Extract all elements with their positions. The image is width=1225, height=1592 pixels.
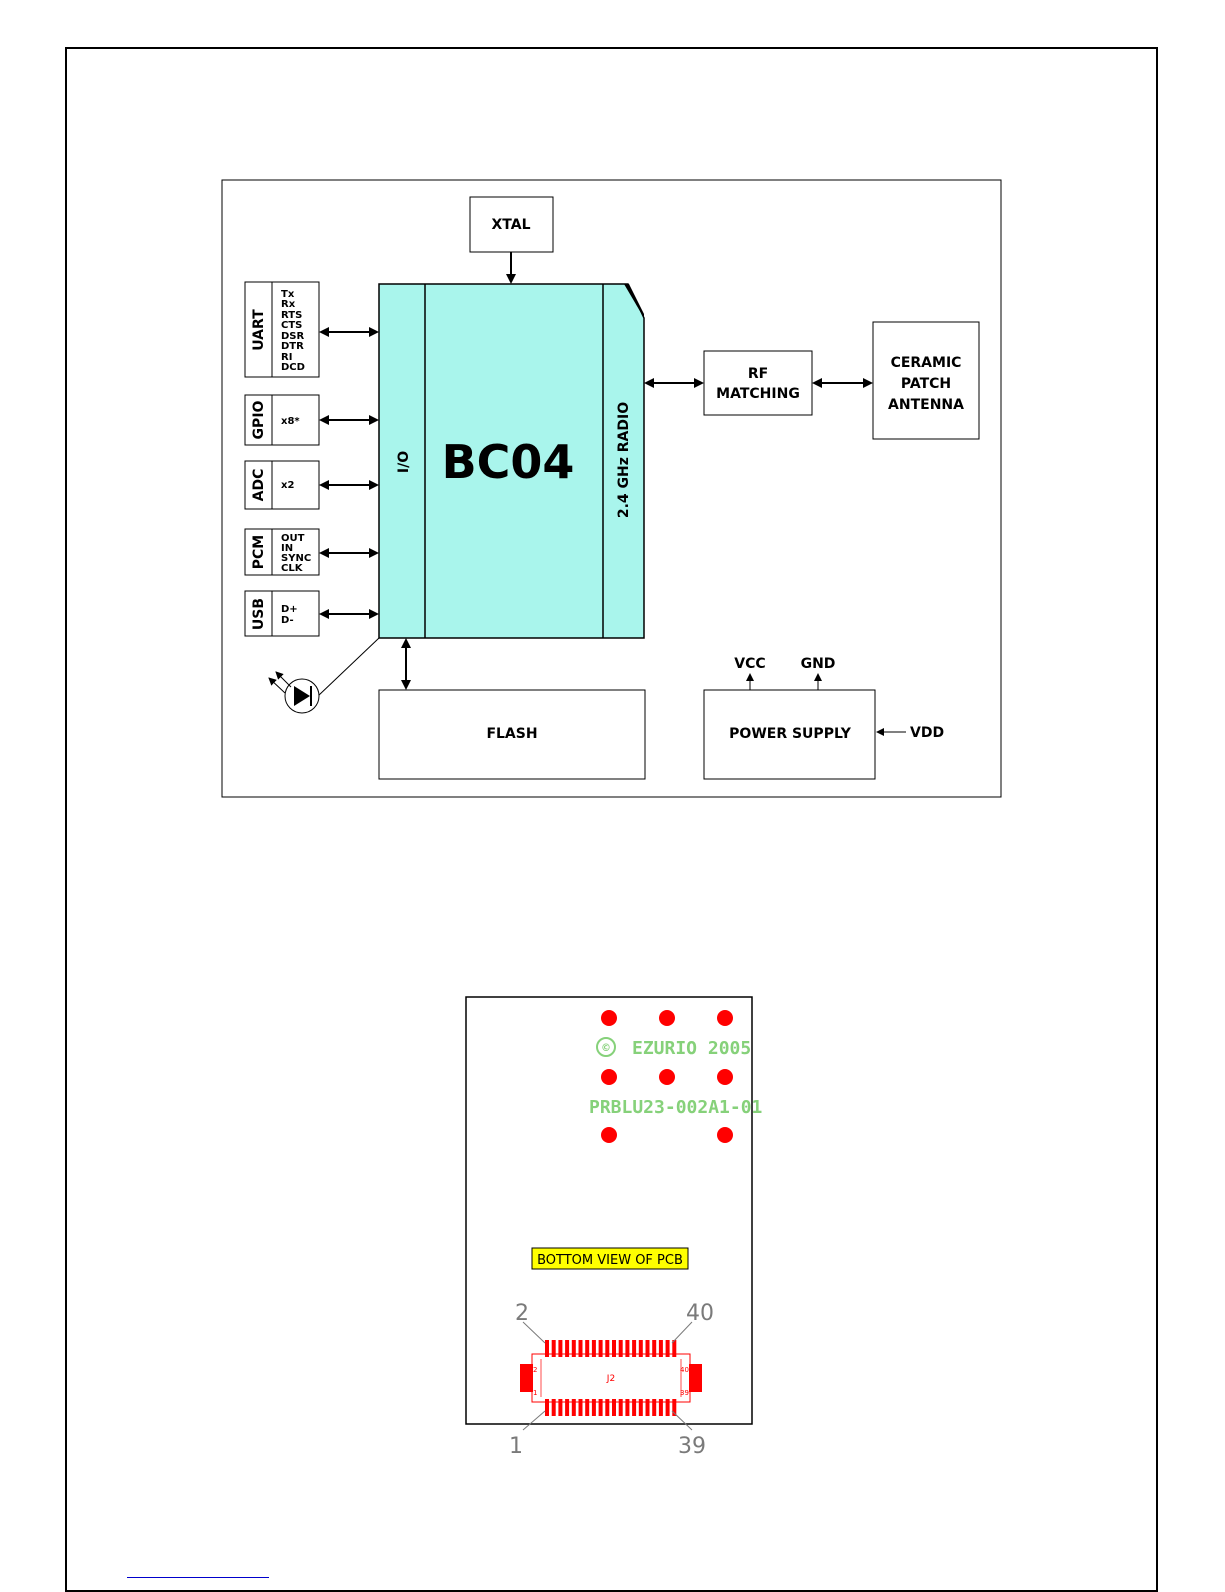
bc04-chip: BC04 I/O 2.4 GHz RADIO <box>379 284 644 638</box>
connector-pin <box>592 1399 596 1416</box>
xtal-label: XTAL <box>491 217 530 233</box>
connector-pin <box>579 1340 583 1357</box>
adc-signal: x2 <box>281 480 294 491</box>
uart-label: UART <box>251 309 267 351</box>
adc-label: ADC <box>251 469 267 502</box>
connector-pin <box>558 1340 562 1357</box>
mounting-pad <box>601 1069 617 1085</box>
connector-pin <box>592 1340 596 1357</box>
copyright-symbol: © <box>602 1041 610 1055</box>
uart-signal: CTS <box>281 320 302 331</box>
rf-matching-line: MATCHING <box>716 386 800 402</box>
connector-pin <box>612 1399 616 1416</box>
usb-signal: D- <box>281 615 294 626</box>
mounting-pad <box>659 1010 675 1026</box>
connector-pin <box>619 1340 623 1357</box>
antenna-line: ANTENNA <box>888 397 964 413</box>
pcm-signal: CLK <box>281 563 304 574</box>
connector-pin <box>632 1399 636 1416</box>
connector-pin <box>552 1399 556 1416</box>
connector-pin <box>639 1340 643 1357</box>
connector-pin <box>545 1399 549 1416</box>
pin-number-39: 39 <box>678 1434 706 1459</box>
connector-pin <box>625 1340 629 1357</box>
footer-link-underline[interactable] <box>127 1577 269 1578</box>
inner-pin-label: 40 <box>680 1366 689 1374</box>
connector-pin <box>545 1340 549 1357</box>
mounting-pad <box>717 1127 733 1143</box>
connector-pin <box>572 1399 576 1416</box>
connector-pin <box>585 1399 589 1416</box>
flash-label: FLASH <box>486 726 537 742</box>
pin-number-2: 2 <box>515 1301 529 1326</box>
connector-pin <box>659 1340 663 1357</box>
connector-tab <box>689 1364 702 1392</box>
connector-pin <box>632 1340 636 1357</box>
antenna-line: PATCH <box>901 376 951 392</box>
gnd-label: GND <box>801 656 836 672</box>
uart-signal: DTR <box>281 341 304 352</box>
part-number: PRBLU23-002A1-01 <box>589 1097 762 1118</box>
pcb-bottom-view: © EZURIO 2005 PRBLU23-002A1-01 BOTTOM VI… <box>466 997 762 1459</box>
connector-pin <box>579 1399 583 1416</box>
block-diagram: XTAL BC04 I/O 2.4 GHz RADIO UART Tx Rx R… <box>222 180 1001 797</box>
inner-pin-label: 2 <box>533 1366 537 1374</box>
connector-pin <box>625 1399 629 1416</box>
connector-pin <box>619 1399 623 1416</box>
vdd-label: VDD <box>910 725 944 741</box>
mounting-pad <box>601 1010 617 1026</box>
vcc-label: VCC <box>734 656 765 672</box>
gpio-signal: x8* <box>281 416 300 427</box>
view-label: BOTTOM VIEW OF PCB <box>537 1253 683 1268</box>
io-label: I/O <box>396 451 412 473</box>
connector-ref: J2 <box>606 1374 615 1384</box>
connector-pin <box>585 1340 589 1357</box>
connector-pin <box>605 1399 609 1416</box>
gpio-label: GPIO <box>251 400 267 439</box>
connector-pin <box>605 1340 609 1357</box>
antenna-line: CERAMIC <box>891 355 962 371</box>
connector-pin <box>572 1340 576 1357</box>
inner-pin-label: 1 <box>533 1389 537 1397</box>
inner-pin-label: 39 <box>680 1389 689 1397</box>
uart-signal: DCD <box>281 362 305 373</box>
chip-title: BC04 <box>442 435 575 489</box>
rf-matching-line: RF <box>748 366 768 382</box>
pin-number-40: 40 <box>686 1301 714 1326</box>
connector-pin <box>639 1399 643 1416</box>
pin-number-1: 1 <box>509 1434 523 1459</box>
mounting-pad <box>717 1069 733 1085</box>
connector-pin <box>558 1399 562 1416</box>
pcm-label: PCM <box>251 535 267 569</box>
connector-pin <box>666 1340 670 1357</box>
uart-signal: Rx <box>281 299 296 310</box>
mounting-pad <box>717 1010 733 1026</box>
connector-pin <box>565 1340 569 1357</box>
mounting-pad <box>601 1127 617 1143</box>
power-supply-label: POWER SUPPLY <box>729 726 852 742</box>
copyright-text: EZURIO 2005 <box>632 1038 751 1059</box>
connector-pin <box>646 1399 650 1416</box>
connector-pin <box>666 1399 670 1416</box>
radio-label: 2.4 GHz RADIO <box>616 402 632 518</box>
connector-pin <box>646 1340 650 1357</box>
pcb-outline <box>466 997 752 1424</box>
connector-pin <box>652 1399 656 1416</box>
connector-pin <box>599 1399 603 1416</box>
mounting-pad <box>659 1069 675 1085</box>
usb-label: USB <box>251 598 267 630</box>
connector-pin <box>565 1399 569 1416</box>
rf-matching-box <box>704 351 812 415</box>
connector-tab <box>520 1364 533 1392</box>
usb-signal: D+ <box>281 604 298 615</box>
connector-pin <box>612 1340 616 1357</box>
connector-pin <box>552 1340 556 1357</box>
connector-pin <box>599 1340 603 1357</box>
connector-pin <box>659 1399 663 1416</box>
connector-pin <box>652 1340 656 1357</box>
